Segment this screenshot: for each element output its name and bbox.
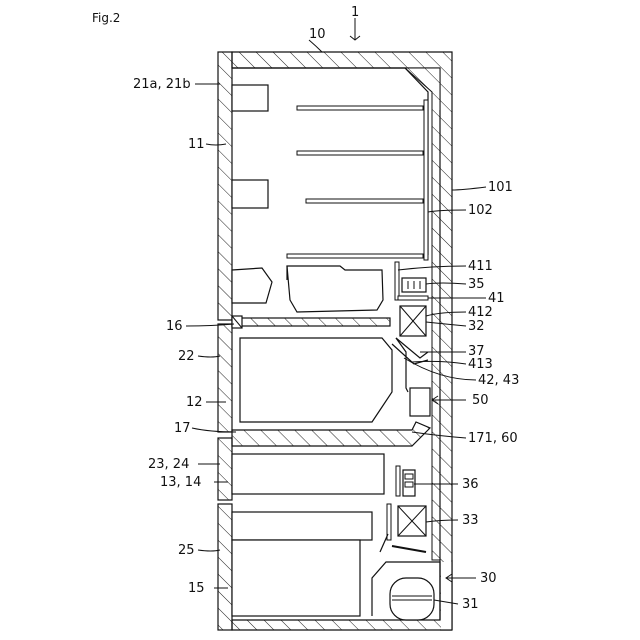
- compressor-31: [390, 578, 434, 620]
- compartment-15-upper-tray: [232, 512, 372, 540]
- label-main: 1: [351, 5, 359, 20]
- lower-components: [380, 466, 426, 552]
- door-pocket: [232, 268, 272, 303]
- label-part-171-60: 171, 60: [468, 431, 518, 446]
- label-compartments-13-14: 13, 14: [160, 475, 201, 490]
- shelf: [297, 106, 423, 110]
- label-partition-16: 16: [166, 319, 183, 334]
- label-part-32: 32: [468, 319, 485, 334]
- label-part-30: 30: [480, 571, 497, 586]
- door-pocket: [232, 85, 268, 111]
- doors: [218, 52, 232, 630]
- partition-17: [232, 422, 430, 446]
- label-part-41: 41: [488, 291, 505, 306]
- label-door-25: 25: [178, 543, 195, 558]
- partition-16: [232, 316, 390, 328]
- label-compartment-top: 11: [188, 137, 205, 152]
- part-411: [395, 262, 399, 300]
- label-outer-wall: 101: [488, 180, 513, 195]
- label-inner-wall: 102: [468, 203, 493, 218]
- label-partition-17: 17: [174, 421, 191, 436]
- label-part-412: 412: [468, 305, 493, 320]
- door-25: [218, 504, 232, 630]
- label-door-22: 22: [178, 349, 195, 364]
- label-compartment-15: 15: [188, 581, 205, 596]
- lower-duct: [396, 466, 400, 496]
- label-part-35: 35: [468, 277, 485, 292]
- part-41: [398, 296, 428, 300]
- label-body: 10: [309, 27, 326, 42]
- label-doors-23-24: 23, 24: [148, 457, 189, 472]
- label-part-33: 33: [462, 513, 479, 528]
- label-part-411: 411: [468, 259, 493, 274]
- drawer: [287, 266, 383, 312]
- upper-components: [392, 262, 428, 364]
- door-23-24: [218, 438, 232, 500]
- label-compartment-12: 12: [186, 395, 203, 410]
- inner-duct-panel: [424, 100, 428, 260]
- compartment-15-container: [232, 540, 360, 616]
- label-part-413: 413: [468, 357, 493, 372]
- figure-title: Fig.2: [92, 11, 120, 25]
- shelf: [306, 199, 423, 203]
- part-50: [410, 388, 430, 416]
- label-part-36: 36: [462, 477, 479, 492]
- label-part-31: 31: [462, 597, 479, 612]
- compartment-13-14-container: [232, 454, 384, 494]
- label-part-42-43: 42, 43: [478, 373, 519, 388]
- door-pocket: [232, 180, 268, 208]
- part-37: [396, 338, 428, 358]
- door-21: [218, 52, 232, 320]
- door-22: [218, 324, 232, 432]
- shelf: [297, 151, 423, 155]
- compartment-12-container: [240, 338, 392, 422]
- shelf: [287, 254, 423, 258]
- label-door-top: 21a, 21b: [133, 77, 191, 92]
- label-part-50: 50: [472, 393, 489, 408]
